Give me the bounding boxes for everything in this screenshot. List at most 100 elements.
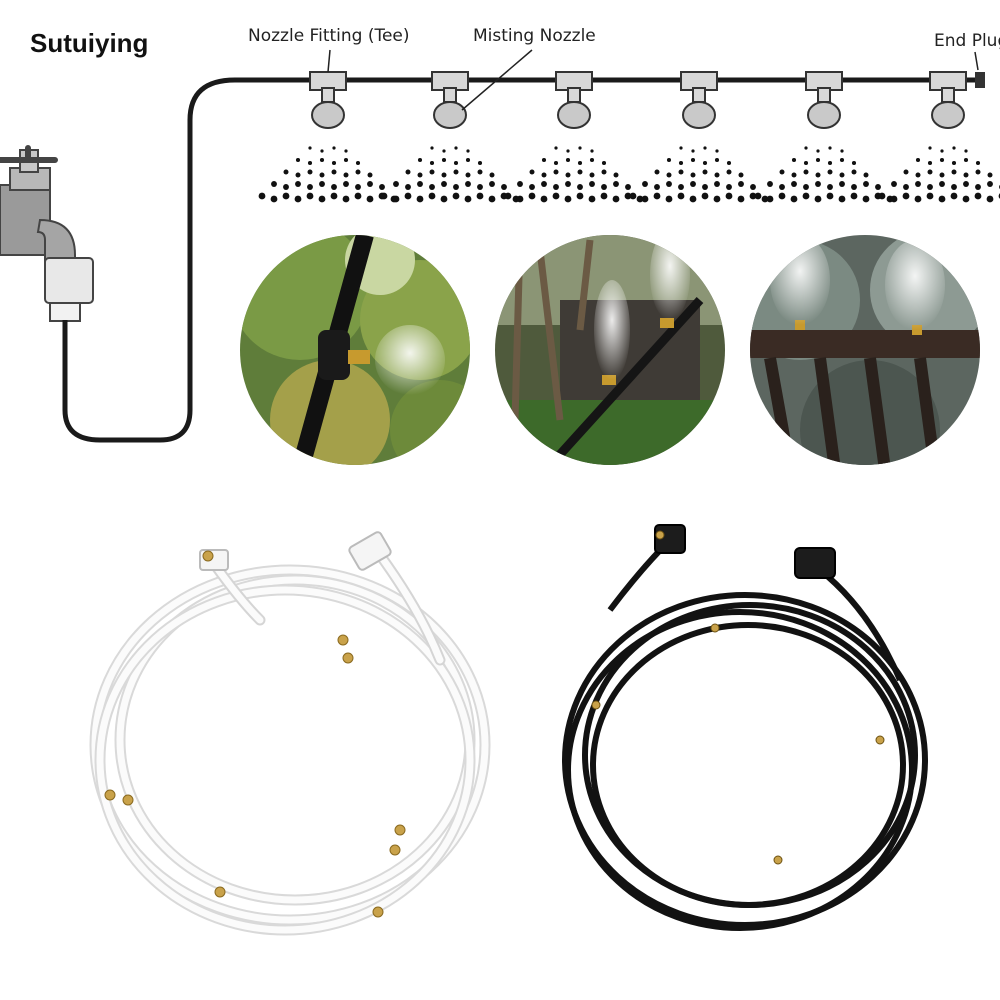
mist-dot	[319, 172, 325, 178]
mist-dot	[951, 184, 957, 190]
mist-dot	[915, 157, 921, 163]
mist-dot	[891, 181, 897, 187]
mist-dot	[271, 181, 277, 187]
mist-dot	[766, 195, 774, 203]
tee-label: Nozzle Fitting (Tee)	[248, 26, 410, 46]
mist-dot	[613, 172, 619, 178]
mist-dot	[851, 184, 857, 190]
mist-dot	[827, 160, 833, 166]
mist-dot	[666, 181, 672, 187]
mist-dot	[703, 146, 707, 150]
mist-dot	[802, 192, 810, 200]
mist-dot	[453, 184, 459, 190]
mist-dot	[950, 192, 958, 200]
mist-dot	[851, 160, 857, 166]
mist-dot	[453, 160, 459, 166]
mist-dot	[566, 149, 570, 153]
mist-dot	[343, 172, 349, 178]
mist-dot	[331, 160, 337, 166]
mist-dot	[791, 181, 797, 187]
mist-dot	[726, 184, 732, 190]
mist-dot	[430, 146, 434, 150]
mist-dot	[441, 181, 447, 187]
photo-railing-mister	[750, 235, 980, 465]
mist-dot	[283, 184, 289, 190]
mist-dot	[726, 160, 732, 166]
mist-dot	[666, 157, 672, 163]
mist-dot	[754, 192, 762, 200]
mist-dot	[838, 195, 846, 203]
mist-dot	[863, 181, 869, 187]
misting-nozzles	[311, 101, 965, 129]
mist-dot	[270, 195, 278, 203]
mist-dot	[689, 195, 697, 203]
mist-dot	[342, 195, 350, 203]
mist-dot	[666, 172, 672, 178]
mist-dot	[815, 172, 821, 178]
mist-dot	[803, 160, 809, 166]
mist-dot	[295, 157, 301, 163]
mist-dot	[915, 181, 921, 187]
white-hose-coil	[89, 531, 491, 936]
mist-dot	[678, 160, 684, 166]
mist-dot	[975, 169, 981, 175]
mist-dot	[761, 195, 769, 203]
mist-dot	[379, 184, 385, 190]
mist-dot	[612, 195, 620, 203]
mist-dot	[815, 157, 821, 163]
mist-dot	[405, 169, 411, 175]
mist-dot	[541, 157, 547, 163]
mist-dot	[466, 149, 470, 153]
mist-dot	[306, 192, 314, 200]
mist-dot	[442, 149, 446, 153]
mist-dot	[318, 195, 326, 203]
mist-dot	[331, 184, 337, 190]
mist-dot	[416, 195, 424, 203]
mist-dot	[803, 169, 809, 175]
mist-dot	[330, 192, 338, 200]
mist-dot	[804, 146, 808, 150]
mist-dot	[828, 146, 832, 150]
mist-dot	[553, 169, 559, 175]
mist-dot	[553, 160, 559, 166]
mist-dot	[355, 184, 361, 190]
mist-dot	[553, 184, 559, 190]
mist-dot	[601, 169, 607, 175]
mist-dot	[713, 195, 721, 203]
mist-dot	[927, 160, 933, 166]
mist-dot	[779, 169, 785, 175]
mist-dot	[565, 157, 571, 163]
mist-dot	[600, 192, 608, 200]
mist-dot	[691, 149, 695, 153]
mist-dot	[975, 184, 981, 190]
mist-dot	[767, 181, 773, 187]
mist-dot	[489, 172, 495, 178]
mist-dot	[986, 195, 994, 203]
mist-dot	[355, 169, 361, 175]
mist-dot	[552, 192, 560, 200]
mist-dot	[504, 192, 512, 200]
mist-dot	[939, 172, 945, 178]
end-plug-icon	[975, 72, 985, 88]
mist-dot	[295, 172, 301, 178]
mist-dot	[951, 169, 957, 175]
mist-dot	[405, 184, 411, 190]
mist-dot	[987, 172, 993, 178]
mist-dot	[862, 195, 870, 203]
mist-dot	[516, 195, 524, 203]
mist-dot	[344, 149, 348, 153]
mist-dot	[465, 157, 471, 163]
mist-dot	[307, 184, 313, 190]
mist-dot	[679, 146, 683, 150]
mist-dot	[577, 160, 583, 166]
mist-dot	[840, 149, 844, 153]
mist-dot	[393, 181, 399, 187]
mist-dot	[319, 181, 325, 187]
mist-dot	[839, 181, 845, 187]
mist-dot	[725, 192, 733, 200]
mist-dot	[343, 157, 349, 163]
mist-dot	[665, 195, 673, 203]
mist-dot	[863, 172, 869, 178]
mist-dot	[952, 146, 956, 150]
